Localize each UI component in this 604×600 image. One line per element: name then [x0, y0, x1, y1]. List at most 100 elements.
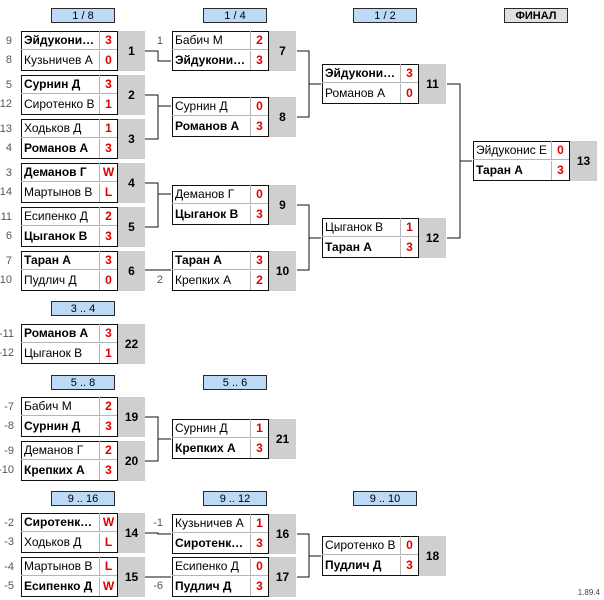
header-place-5-6: 5 .. 6 — [203, 375, 267, 390]
player-score: 3 — [250, 205, 268, 224]
player-score: 3 — [250, 117, 268, 136]
match-number: 3 — [117, 119, 145, 159]
player-name: Таран А — [175, 253, 222, 267]
player-score: 3 — [99, 227, 117, 246]
player-score: 3 — [250, 534, 268, 553]
match-number: 5 — [117, 207, 145, 247]
player-name: Сиротенко В — [24, 97, 95, 111]
player-name: Романов А — [24, 326, 89, 340]
seed-label: 9 — [5, 35, 12, 47]
player-score: 3 — [99, 139, 117, 158]
match-number: 12 — [418, 218, 446, 258]
player-name: Деманов Г — [24, 443, 84, 457]
player-row: Деманов Г W — [21, 163, 117, 182]
player-score: 0 — [400, 536, 418, 555]
seed-label: 2 — [156, 274, 163, 286]
player-name: Деманов Г — [175, 187, 235, 201]
player-score: 3 — [551, 161, 569, 180]
player-score: W — [99, 163, 117, 182]
player-name: Деманов Г — [24, 165, 87, 179]
seed-label: 5 — [5, 79, 12, 91]
match-number: 1 — [117, 31, 145, 71]
player-score: 3 — [400, 556, 418, 575]
player-name: Сурнин Д — [24, 77, 81, 91]
player-name: Ходьков Д — [24, 121, 82, 135]
player-name: Таран А — [476, 163, 523, 177]
player-name: Крепких А — [175, 273, 232, 287]
match-number: 8 — [268, 97, 296, 137]
header-place-3-4: 3 .. 4 — [51, 301, 115, 316]
match-number: 20 — [117, 441, 145, 481]
header-round-1-4: 1 / 4 — [203, 8, 267, 23]
player-name: Пудлич Д — [325, 558, 382, 572]
match-number: 13 — [569, 141, 597, 181]
player-name: Цыганок В — [325, 220, 384, 234]
player-score: 3 — [99, 461, 117, 480]
player-score: 0 — [250, 185, 268, 204]
seed-label: -1 — [153, 517, 163, 529]
player-name: Таран А — [325, 240, 372, 254]
player-score: 2 — [99, 397, 117, 416]
match-number: 11 — [418, 64, 446, 104]
match-number: 15 — [117, 557, 145, 597]
header-place-5-8: 5 .. 8 — [51, 375, 115, 390]
seed-label: -8 — [4, 420, 14, 432]
player-name: Эйдуконис Е — [476, 143, 548, 157]
seed-label: -5 — [4, 580, 14, 592]
header-place-9-12: 9 .. 12 — [203, 491, 267, 506]
match-number: 17 — [268, 557, 296, 597]
player-name: Сиротенко В — [325, 538, 396, 552]
version-label: 1.89.4 — [577, 588, 600, 597]
player-score: 2 — [99, 207, 117, 226]
player-name: Мартынов В — [24, 185, 93, 199]
player-score: 3 — [99, 417, 117, 436]
player-name: Эйдуконис Е — [325, 66, 399, 80]
player-score: L — [99, 533, 117, 552]
